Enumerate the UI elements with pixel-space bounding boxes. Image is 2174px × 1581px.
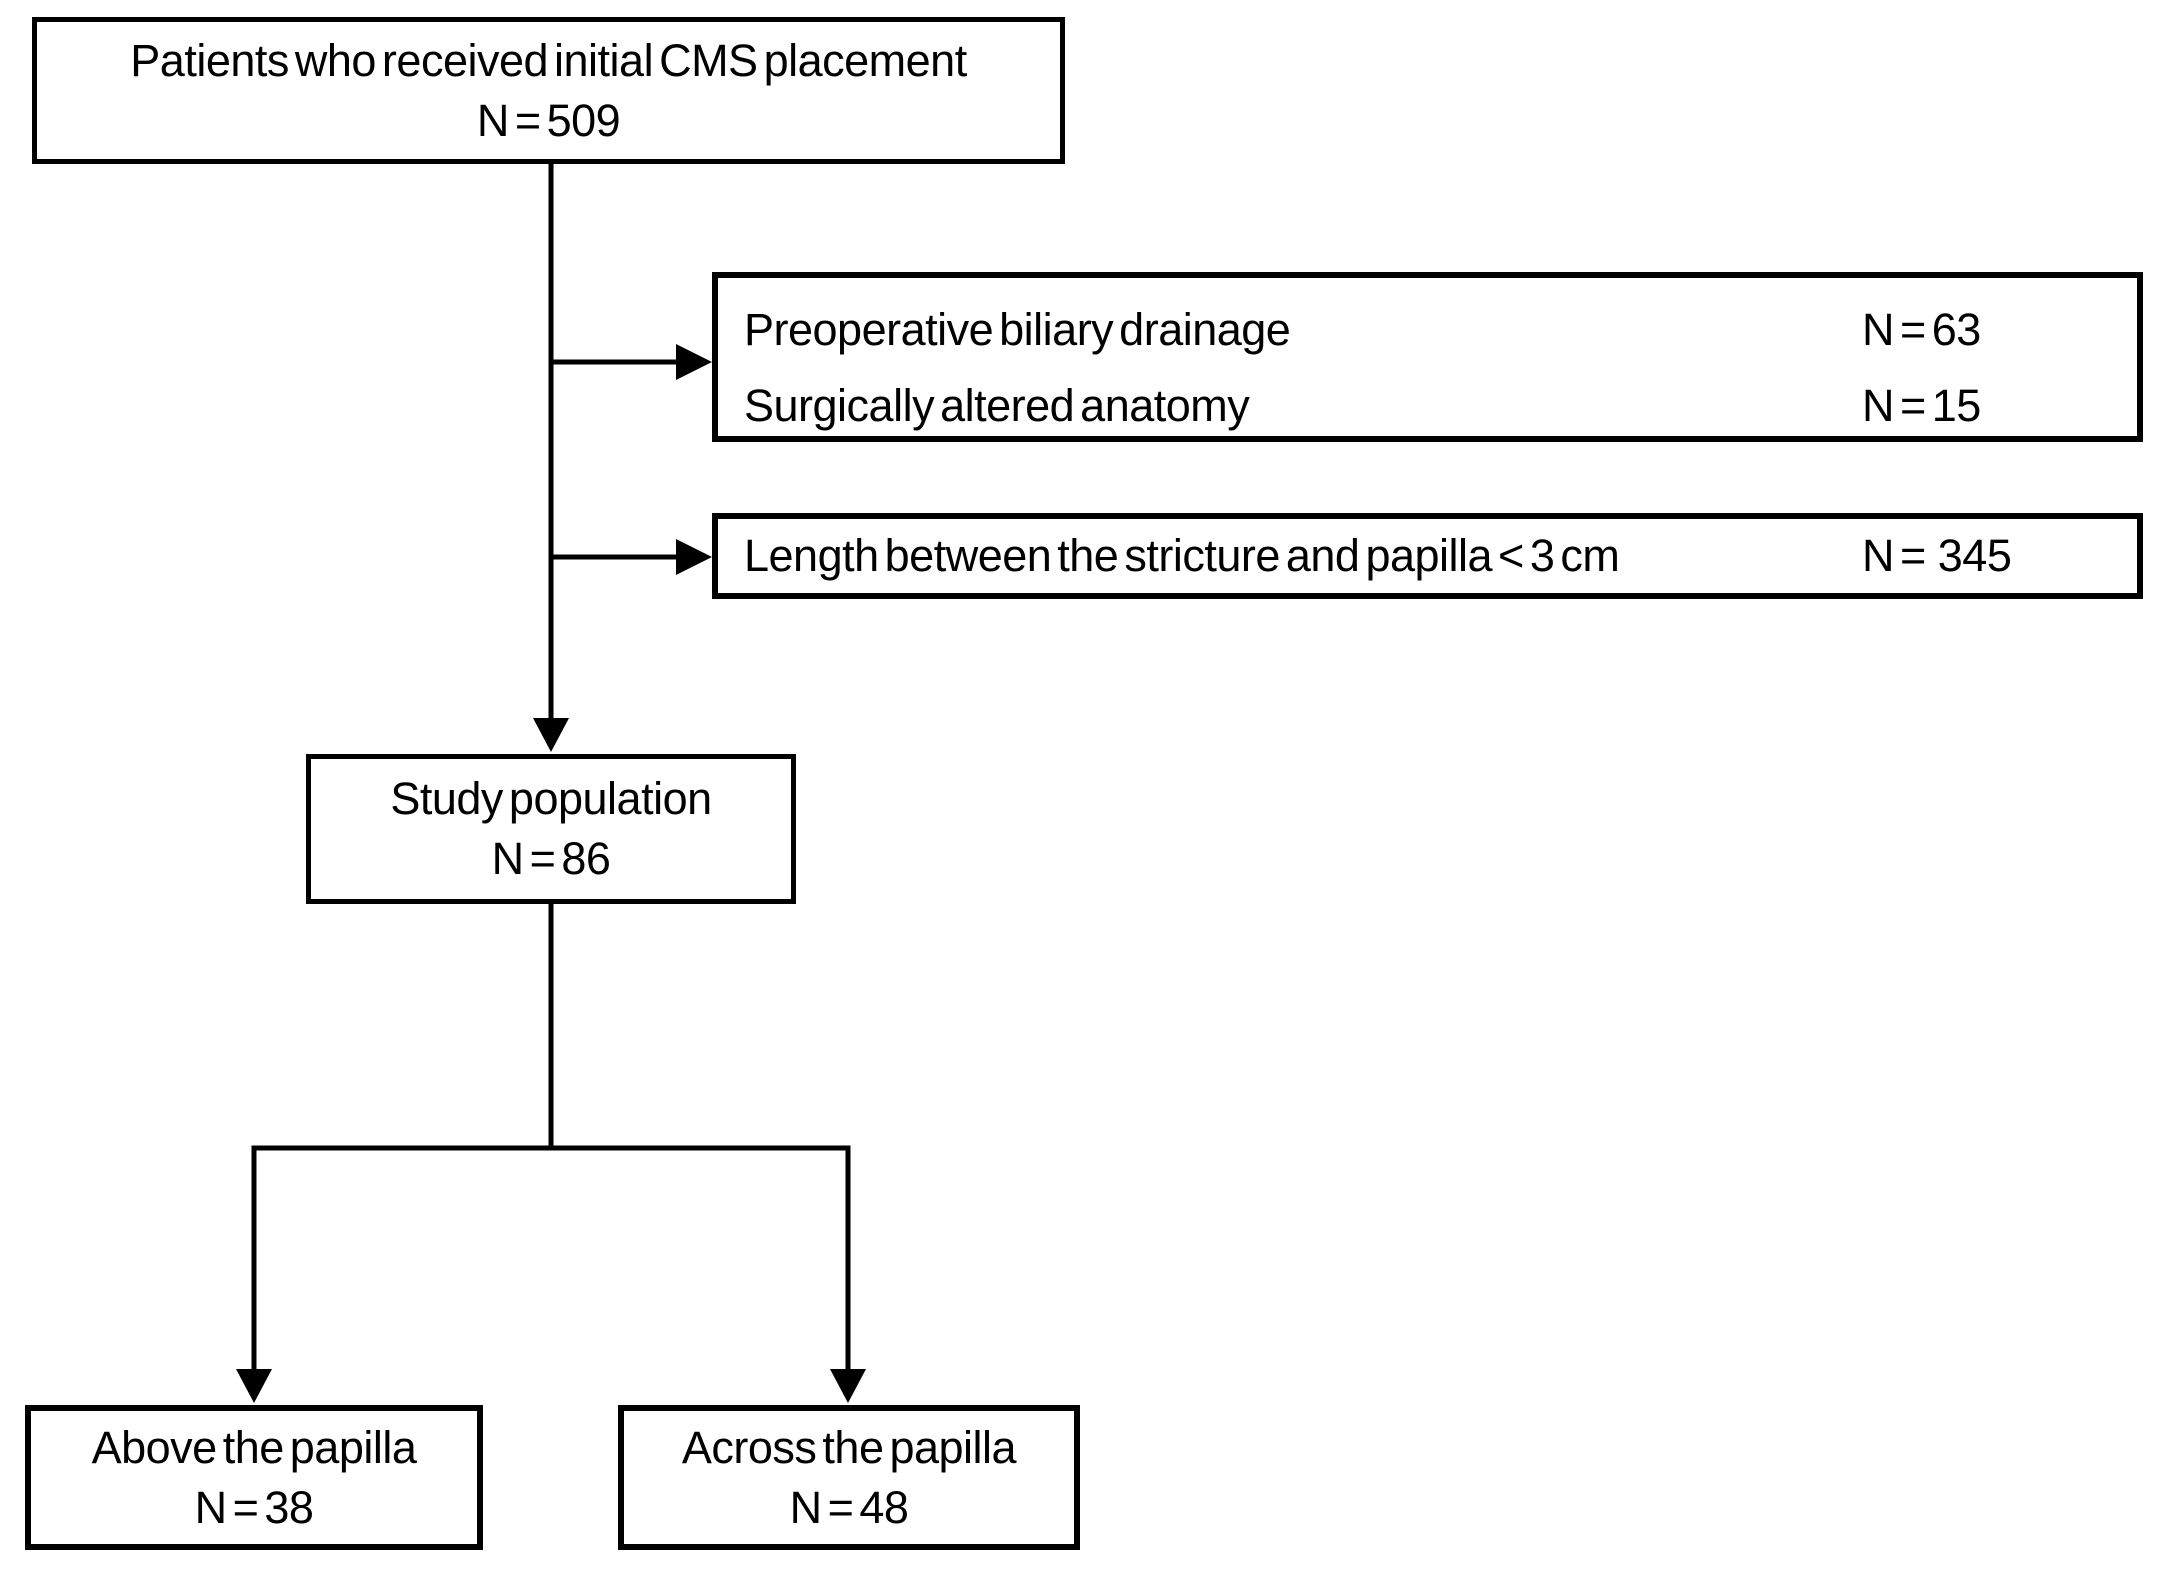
- exclusion-label: Surgically altered anatomy: [744, 380, 1250, 431]
- arrowhead-into-exclusion-length: [676, 539, 712, 575]
- exclusion-row-length: Length between the stricture and papilla…: [718, 526, 2137, 586]
- node-count: N = 38: [194, 1481, 314, 1533]
- arrowhead-into-study: [533, 718, 569, 752]
- exclusion-label: Preoperative biliary drainage: [744, 304, 1291, 355]
- node-label: Study population: [390, 773, 712, 824]
- node-above-papilla: Above the papilla N = 38: [25, 1405, 483, 1550]
- node-across-papilla: Across the papilla N = 48: [618, 1405, 1080, 1550]
- arrowhead-into-above: [236, 1369, 272, 1403]
- node-initial-patients: Patients who received initial CMS placem…: [32, 17, 1065, 164]
- exclusion-row-anatomy: Surgically altered anatomy N = 15: [718, 376, 2137, 436]
- node-label: Above the papilla: [91, 1421, 417, 1473]
- arrowhead-into-across: [830, 1369, 866, 1403]
- exclusion-count: N = 63: [1862, 304, 1981, 355]
- node-label: Patients who received initial CMS placem…: [130, 34, 967, 86]
- node-exclusions-primary: Preoperative biliary drainage N = 63 Sur…: [712, 272, 2143, 442]
- exclusion-label: Length between the stricture and papilla…: [744, 530, 1620, 581]
- exclusion-count: N = 15: [1862, 380, 1981, 431]
- node-count: N = 86: [491, 833, 611, 884]
- arrowhead-into-exclusions-primary: [676, 344, 712, 380]
- exclusion-row-drainage: Preoperative biliary drainage N = 63: [718, 300, 2137, 360]
- edge-study-split: [251, 901, 851, 1371]
- exclusion-count: N = 345: [1862, 530, 2012, 581]
- node-count: N = 509: [476, 94, 621, 146]
- node-label: Across the papilla: [681, 1421, 1017, 1473]
- node-study-population: Study population N = 86: [306, 754, 796, 904]
- node-count: N = 48: [789, 1481, 909, 1533]
- node-exclusion-length: Length between the stricture and papilla…: [712, 513, 2143, 599]
